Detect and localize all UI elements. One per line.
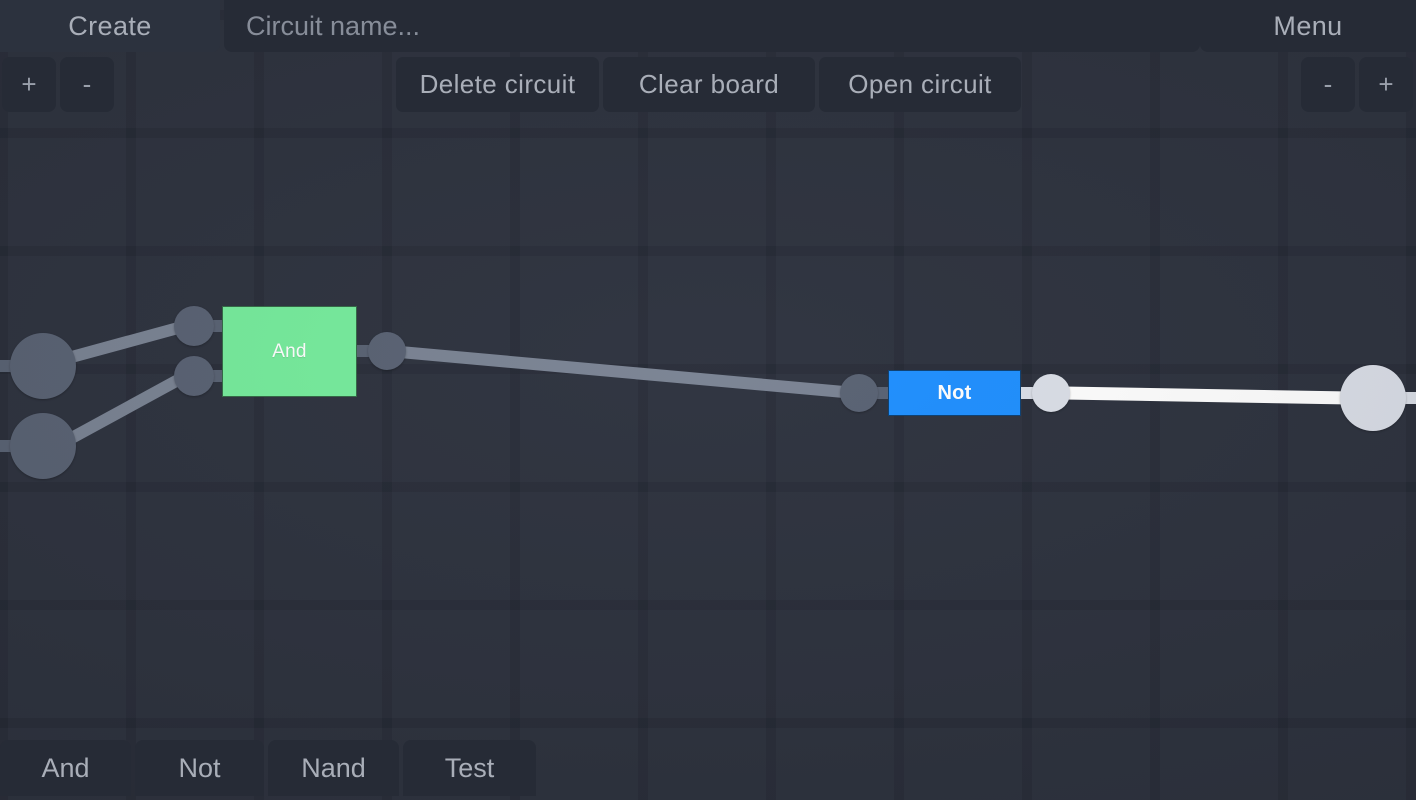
zoom-out-button[interactable]: - — [60, 57, 114, 112]
palette-item-and[interactable]: And — [0, 740, 131, 796]
delete-circuit-button[interactable]: Delete circuit — [396, 57, 599, 112]
palette-item-nand[interactable]: Nand — [268, 740, 399, 796]
circuit-name-input[interactable] — [224, 0, 1200, 52]
node-input-b[interactable] — [10, 413, 76, 479]
gate-and-label: And — [272, 340, 307, 362]
node-not-input[interactable] — [840, 374, 878, 412]
palette-item-test[interactable]: Test — [403, 740, 536, 796]
stub-input-a-left — [0, 360, 12, 372]
node-and-input-1[interactable] — [174, 306, 214, 346]
menu-button[interactable]: Menu — [1200, 0, 1416, 52]
node-not-output[interactable] — [1032, 374, 1070, 412]
node-and-output[interactable] — [368, 332, 406, 370]
zoom-in-button[interactable]: + — [2, 57, 56, 112]
wire-and-to-not[interactable] — [399, 346, 856, 399]
node-input-a[interactable] — [10, 333, 76, 399]
view-zoom-in-button[interactable]: + — [1359, 57, 1413, 112]
gate-and[interactable]: And — [222, 306, 357, 397]
node-and-input-2[interactable] — [174, 356, 214, 396]
palette-item-not[interactable]: Not — [135, 740, 264, 796]
gate-not[interactable]: Not — [888, 370, 1021, 416]
open-circuit-button[interactable]: Open circuit — [819, 57, 1021, 112]
wire-b-to-and2[interactable] — [65, 374, 181, 446]
wire-not-to-out[interactable] — [1063, 386, 1351, 405]
gate-not-label: Not — [937, 381, 972, 404]
create-button[interactable]: Create — [0, 0, 220, 52]
node-circuit-output[interactable] — [1340, 365, 1406, 431]
clear-board-button[interactable]: Clear board — [603, 57, 815, 112]
stub-input-b-left — [0, 440, 12, 452]
view-zoom-out-button[interactable]: - — [1301, 57, 1355, 112]
wire-a-to-and1[interactable] — [66, 322, 180, 364]
